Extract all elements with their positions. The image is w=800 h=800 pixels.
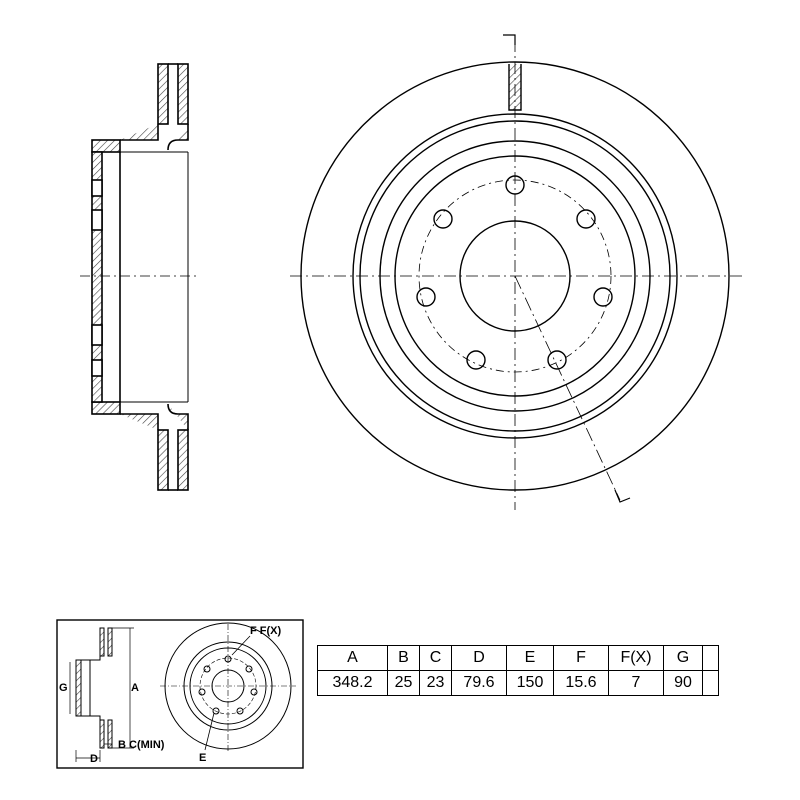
hat-wall-bottom (91, 401, 121, 415)
spec-value-cell: 23 (419, 670, 452, 696)
inner-plate-top (177, 63, 189, 125)
spec-value-cell: 15.6 (553, 670, 609, 696)
key-label-b-cmin: B C(MIN) (118, 739, 165, 751)
hat-bolt-hole-2 (91, 209, 103, 231)
spec-header-row: A B C D E F F(X) G (317, 645, 719, 671)
section-corner-bottom (614, 489, 631, 503)
spec-value-cell: 25 (387, 670, 420, 696)
spec-header-cell: D (451, 645, 507, 671)
spec-header-cell: F(X) (608, 645, 664, 671)
side-section-view (80, 63, 200, 491)
spec-header-cell: G (663, 645, 703, 671)
key-frame (56, 619, 304, 769)
spec-header-cell: C (419, 645, 452, 671)
spec-value-cell: 7 (608, 670, 664, 696)
spec-value-row: 348.2 25 23 79.6 150 15.6 7 90 (317, 670, 719, 696)
key-label-a: A (131, 682, 139, 694)
spec-header-cell: E (506, 645, 554, 671)
bolt-hole (547, 350, 567, 370)
hat-bolt-hole-4 (91, 359, 103, 377)
bolt-hole (466, 350, 486, 370)
neck-top (120, 124, 189, 151)
spec-value-cell: 150 (506, 670, 554, 696)
key-label-d: D (90, 753, 98, 765)
section-line (514, 275, 621, 501)
inner-plate-bottom (177, 429, 189, 491)
spec-value-cell: 348.2 (317, 670, 388, 696)
front-view (290, 34, 745, 510)
hat-bolt-hole-1 (91, 179, 103, 197)
bolt-hole (433, 209, 453, 229)
hat-wall-top (91, 139, 121, 153)
spec-header-cell: B (387, 645, 420, 671)
bolt-holes (416, 175, 613, 370)
bolt-hole (416, 287, 436, 307)
bolt-hole (576, 209, 596, 229)
spec-header-cell: A (317, 645, 388, 671)
key-diagram: G A B C(MIN) D F F(X) E (56, 619, 304, 769)
spec-table: A B C D E F F(X) G 348.2 25 23 79.6 150 … (317, 645, 719, 696)
key-label-g: G (59, 682, 68, 694)
spec-value-cell (702, 670, 719, 696)
outer-plate-bottom (157, 429, 169, 491)
hat-bolt-hole-3 (91, 324, 103, 346)
hat-face (91, 151, 103, 403)
spec-header-cell: F (553, 645, 609, 671)
spec-value-cell: 90 (663, 670, 703, 696)
neck-bottom (120, 403, 189, 430)
spec-header-cell (702, 645, 719, 671)
bolt-hole (593, 287, 613, 307)
key-label-e: E (199, 752, 206, 764)
locator-corner-top (503, 34, 516, 45)
key-label-f-fx: F F(X) (250, 625, 281, 637)
spec-value-cell: 79.6 (451, 670, 507, 696)
outer-plate-top (157, 63, 169, 125)
